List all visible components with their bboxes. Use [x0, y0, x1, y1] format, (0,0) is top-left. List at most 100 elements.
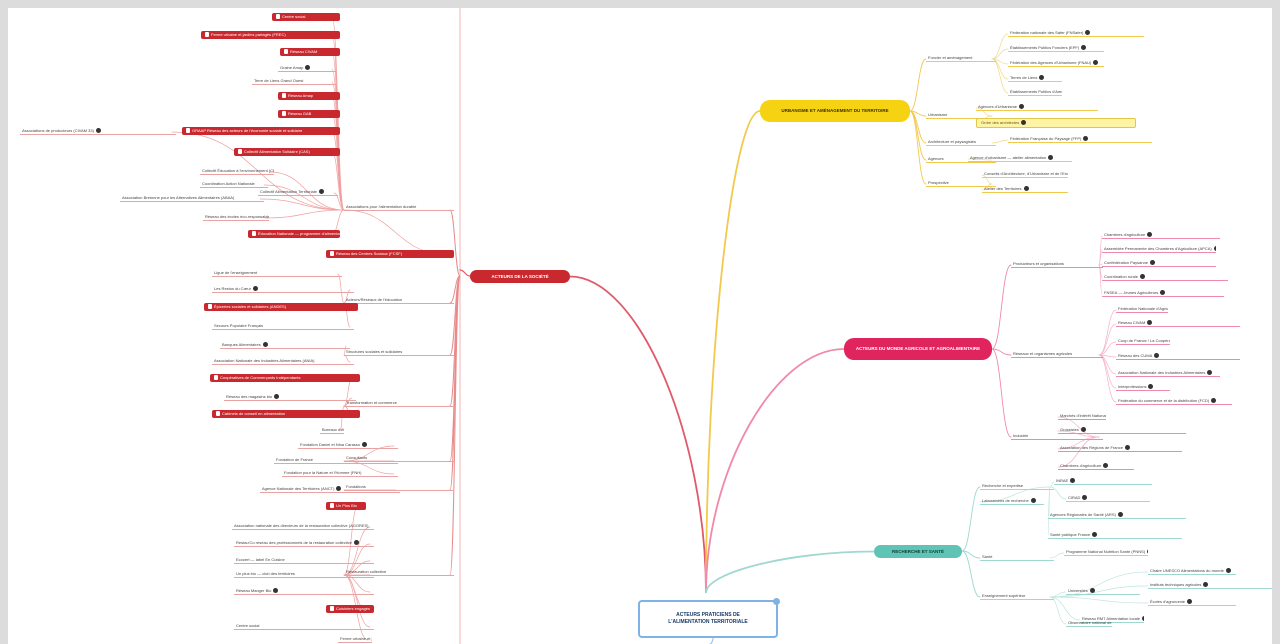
- urb-item-3[interactable]: Terres de Liens: [1008, 75, 1062, 82]
- info-icon[interactable]: [1203, 582, 1209, 588]
- urb-group-4[interactable]: Prospective: [926, 180, 996, 187]
- left-item-7[interactable]: GRAAP Réseau des acteurs de l'économie s…: [182, 127, 340, 135]
- info-icon[interactable]: [1089, 588, 1095, 594]
- urb-group-3[interactable]: Agences: [926, 156, 996, 163]
- eco-item-15[interactable]: Chambres d'agriculture: [1058, 463, 1134, 470]
- left-item-0[interactable]: Centre social: [272, 13, 340, 21]
- eco-item-13[interactable]: Grossistes: [1058, 427, 1186, 434]
- info-icon[interactable]: [1140, 274, 1146, 280]
- branch-sante[interactable]: RECHERCHE ET SANTÉ: [874, 545, 962, 558]
- info-icon[interactable]: [1124, 445, 1130, 451]
- eco-item-8[interactable]: Réseau des CUMA: [1116, 353, 1240, 360]
- left-item-12[interactable]: Collectif Alimentation Territoriale: [258, 189, 338, 196]
- eco-item-11[interactable]: Fédération du commerce et de la distribu…: [1116, 398, 1232, 405]
- info-icon[interactable]: [1082, 495, 1088, 501]
- sante-item-10[interactable]: Observatoire national de l'alimentation: [1066, 620, 1112, 627]
- info-icon[interactable]: [1117, 512, 1123, 518]
- left-group-4[interactable]: Consultants: [344, 455, 454, 462]
- left-item-8[interactable]: Collectif Alimentation Solidaire (CAS): [234, 148, 340, 156]
- left-item-2[interactable]: Réseau CIVAM: [280, 48, 340, 56]
- left-group-5[interactable]: Fondations: [344, 484, 454, 491]
- sante-item-6[interactable]: Instituts techniques agricoles: [1148, 582, 1272, 589]
- attachment-icon[interactable]: [305, 65, 311, 71]
- left-item-33[interactable]: Restau'Co réseau des professionnels de l…: [234, 540, 374, 547]
- urb-item-0[interactable]: Fédération nationale des Safer (FNSafer): [1008, 30, 1144, 37]
- info-icon[interactable]: [1148, 384, 1154, 390]
- info-icon[interactable]: [1213, 246, 1216, 252]
- left-item-10[interactable]: Collectif Éducation à l'environnement (C…: [200, 168, 274, 175]
- left-item-31[interactable]: Un Plus Bio: [326, 502, 366, 510]
- info-icon[interactable]: [1070, 478, 1076, 484]
- urb-item-6[interactable]: Ordre des architectes: [976, 118, 1136, 128]
- attachment-icon[interactable]: [252, 286, 258, 292]
- urb-item-10[interactable]: Atelier des Territoires: [982, 186, 1068, 193]
- left-item-16[interactable]: Réseau des Centres Sociaux (FCSF): [326, 250, 454, 258]
- urb-group-1[interactable]: Urbanisme: [926, 112, 996, 119]
- sante-item-11[interactable]: Laboratoires de recherche: [980, 498, 1044, 505]
- central-topic-handle[interactable]: [773, 598, 780, 605]
- left-item-37[interactable]: Cuisiniers engagés: [326, 605, 374, 613]
- left-item-14[interactable]: Réseau des écoles éco-responsables: [203, 214, 269, 221]
- attachment-icon[interactable]: [318, 189, 324, 195]
- left-group-6[interactable]: Restauration collective: [344, 569, 454, 576]
- left-item-28[interactable]: Fondation de France: [274, 457, 398, 464]
- left-item-23[interactable]: Coopératives de Commerçants Indépendants: [210, 374, 360, 382]
- eco-item-7[interactable]: Coop de France / La Coopération Agricole: [1116, 338, 1170, 345]
- eco-item-1[interactable]: Assemblée Permanente des Chambres d'Agri…: [1102, 246, 1216, 253]
- left-item-32[interactable]: Association nationale des directeurs de …: [232, 523, 374, 530]
- attachment-icon[interactable]: [336, 486, 342, 492]
- left-item-24[interactable]: Réseau des magasins bio: [224, 394, 356, 401]
- attachment-icon[interactable]: [273, 588, 279, 594]
- info-icon[interactable]: [1147, 232, 1153, 238]
- sante-item-2[interactable]: Agences Régionales de Santé (ARS): [1048, 512, 1186, 519]
- left-group-1[interactable]: Acteurs/Réseaux de l'éducation: [344, 297, 454, 304]
- eco-item-14[interactable]: Association des Régions de France: [1058, 445, 1182, 452]
- left-group-3[interactable]: Transformation et commerce: [344, 400, 454, 407]
- info-icon[interactable]: [1093, 60, 1099, 66]
- info-icon[interactable]: [1021, 120, 1027, 126]
- eco-item-3[interactable]: Coordination rurale: [1102, 274, 1228, 281]
- attachment-icon[interactable]: [353, 540, 359, 546]
- eco-item-6[interactable]: Réseau CIVAM: [1116, 320, 1240, 327]
- eco-item-10[interactable]: Interprofessions: [1116, 384, 1170, 391]
- info-icon[interactable]: [1081, 45, 1087, 51]
- info-icon[interactable]: [1225, 568, 1231, 574]
- left-group-2[interactable]: Structures sociales et solidaires: [344, 349, 454, 356]
- left-group-0[interactable]: Associations pour l'alimentation durable: [344, 204, 454, 211]
- left-item-38[interactable]: Centre social: [234, 623, 374, 630]
- info-icon[interactable]: [1160, 290, 1166, 296]
- sante-group-1[interactable]: Santé: [980, 554, 1054, 561]
- info-icon[interactable]: [1207, 370, 1213, 376]
- left-item-4[interactable]: Terre de Liens Grand Ouest: [252, 78, 336, 85]
- sante-group-2[interactable]: Enseignement supérieur: [980, 593, 1054, 600]
- eco-item-12[interactable]: Marchés d'Intérêt National (MIN): [1058, 413, 1106, 420]
- left-item-25[interactable]: Cabinets de conseil en alimentation: [212, 410, 360, 418]
- left-item-35[interactable]: Un plus bio — club des territoires: [234, 571, 374, 578]
- info-icon[interactable]: [1048, 155, 1054, 161]
- info-icon[interactable]: [1083, 136, 1089, 142]
- info-icon[interactable]: [1147, 549, 1148, 555]
- sante-item-7[interactable]: Écoles d'agronomie: [1148, 599, 1236, 606]
- attachment-icon[interactable]: [362, 442, 368, 448]
- branch-economie[interactable]: ACTEURS DU MONDE AGRICOLE ET AGROALIMENT…: [844, 338, 992, 360]
- urb-item-5[interactable]: Agences d'Urbanisme: [976, 104, 1098, 111]
- sante-item-3[interactable]: Santé publique France: [1048, 532, 1182, 539]
- attachment-icon[interactable]: [262, 342, 268, 348]
- sante-item-4[interactable]: Programme National Nutrition Santé (PNNS…: [1064, 549, 1148, 556]
- urb-item-7[interactable]: Fédération Française du Paysage (FFP): [1008, 136, 1152, 143]
- left-item-19[interactable]: Épiceries sociales et solidaires (ANDES): [204, 303, 358, 311]
- sante-item-9[interactable]: Réseau RMT Alimentation locale: [1080, 616, 1144, 623]
- eco-item-5[interactable]: Fédération Nationale d'Agriculture Biolo…: [1116, 306, 1168, 313]
- info-icon[interactable]: [1103, 463, 1109, 469]
- left-item-22[interactable]: Association Nationale des Industries Ali…: [212, 358, 354, 365]
- central-topic[interactable]: ACTEURS PRATICIENS DE L'ALIMENTATION TER…: [638, 598, 780, 638]
- attachment-icon[interactable]: [274, 394, 280, 400]
- left-item-26[interactable]: Bureaux d'études agricoles (Terres d'Eur…: [320, 427, 344, 434]
- info-icon[interactable]: [1080, 427, 1086, 433]
- attachment-icon[interactable]: [95, 128, 101, 134]
- sante-group-0[interactable]: Recherche et expertise: [980, 483, 1054, 490]
- info-icon[interactable]: [1150, 260, 1156, 266]
- eco-group-0[interactable]: Producteurs et organisations: [1011, 261, 1103, 268]
- left-item-39[interactable]: Ferme urbaine et jardins partagés (FREC): [338, 636, 372, 643]
- urb-item-9[interactable]: Conseils d'Architecture, d'Urbanisme et …: [982, 171, 1068, 178]
